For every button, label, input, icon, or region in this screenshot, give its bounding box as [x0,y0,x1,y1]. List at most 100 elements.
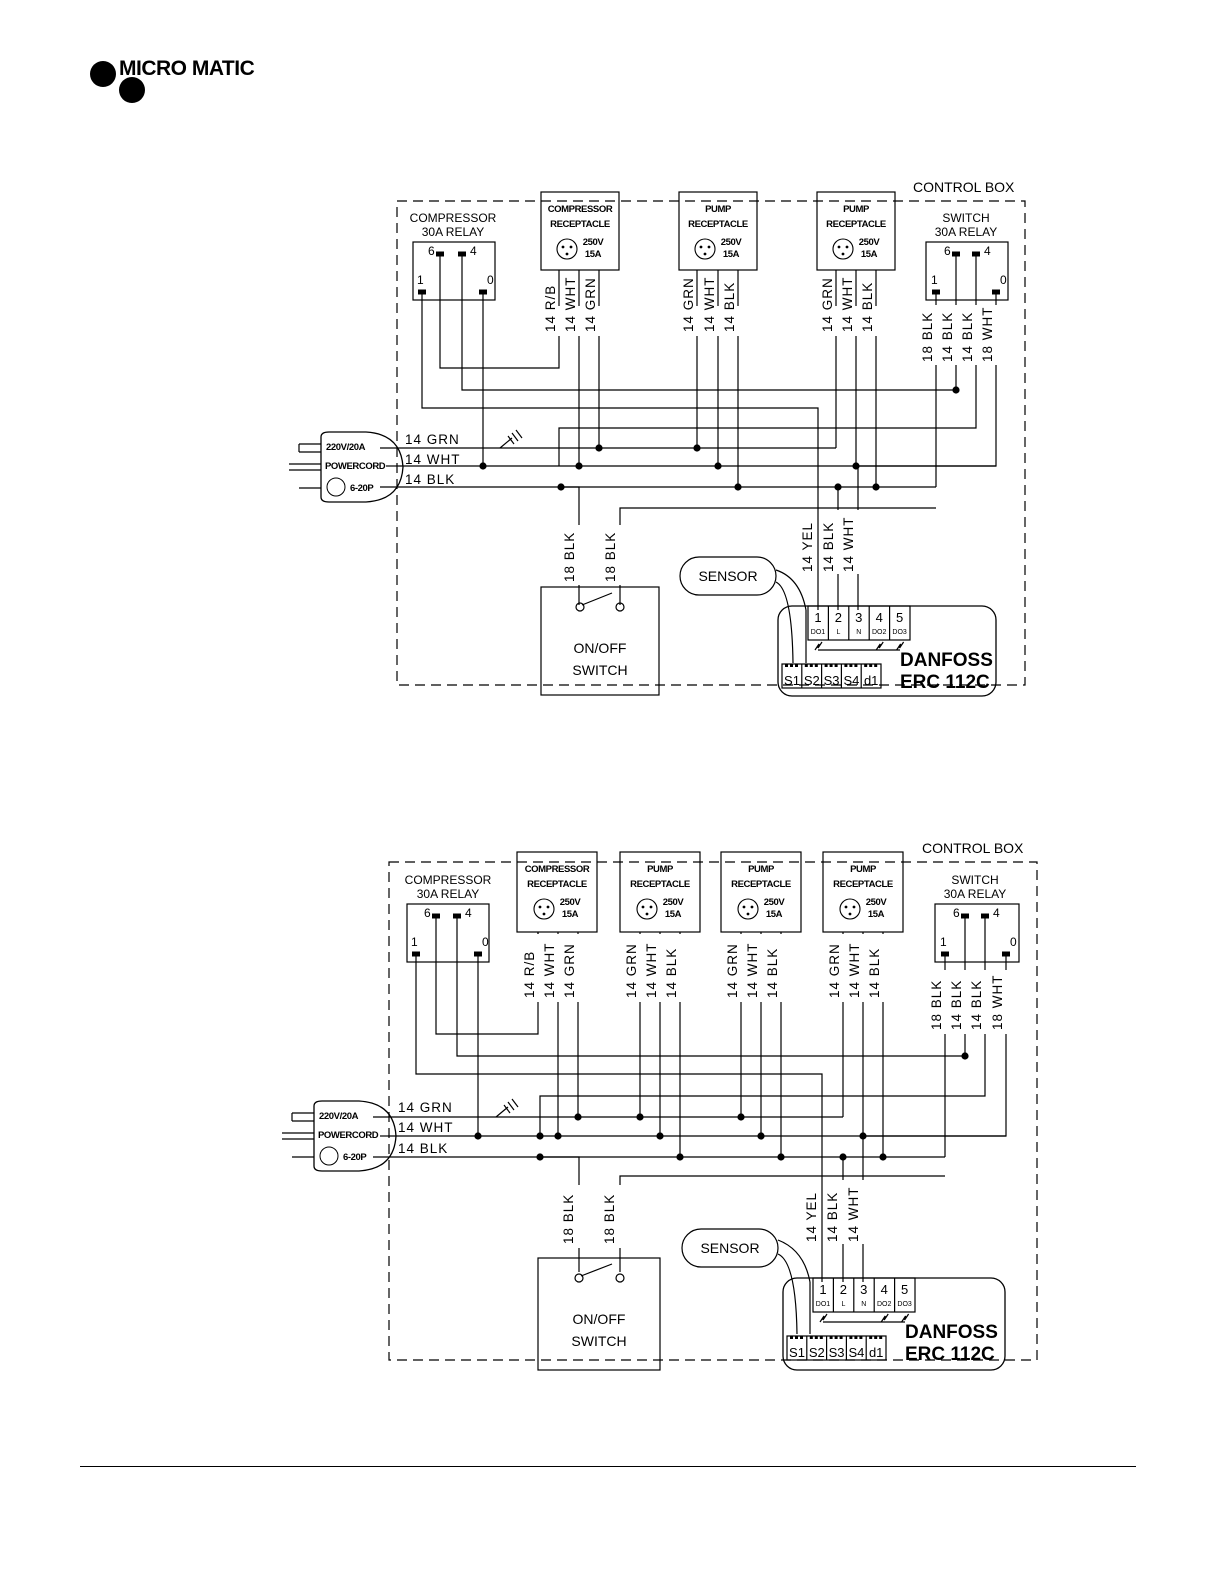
wire-gauge-label: 14 GRN [820,277,835,332]
sensor-label: SENSOR [698,568,757,584]
relay-title: SWITCH [951,873,998,887]
terminal-screw [795,1336,798,1339]
switch-contact [575,602,585,612]
input-terminal-label: d1 [864,673,878,688]
terminal-screw [800,1336,803,1339]
outlet-icon [645,912,649,916]
terminal-sub-label: N [861,1301,866,1308]
terminal-screw [869,664,873,667]
junction-dot [737,1113,745,1121]
wire-gauge-label: 14 BLK [825,1192,840,1242]
relay-pin-label: 4 [465,906,472,920]
terminal-screw [785,664,788,667]
input-terminal-label: S1 [784,673,800,688]
receptacle-box [540,191,620,271]
powercord-label: 220V/20A [326,442,366,453]
relay-title: 30A RELAY [422,225,484,239]
receptacle-title: PUMP [705,204,732,215]
wire [561,486,580,525]
terminal-number: 3 [860,1282,867,1297]
relay-title: 30A RELAY [944,887,1006,901]
bus-label-grn: 14 GRN [405,432,460,447]
powercord-label: 220V/20A [319,1111,359,1122]
terminal-sub-label: DO3 [897,1301,912,1308]
outlet-icon [636,898,658,920]
wire-gauge-label: 18 BLK [562,532,577,582]
terminal-screw [874,1336,878,1339]
controller-name-line-2: ERC 112C [905,1344,995,1365]
outlet-icon [649,905,653,909]
wire-gauge-label: 18 BLK [929,980,944,1030]
wire-gauge-label: 14 BLK [960,312,975,362]
wire-gauge-label: 14 WHT [542,942,557,998]
terminal-screw [829,1336,833,1339]
terminal-screw [849,664,853,667]
controller-name-line-1: DANFOSS [900,650,993,671]
relay-contact-icon [901,1313,910,1323]
wire-gauge-label: 14 BLK [664,948,679,998]
switch-lever [580,1263,613,1277]
relay-pin-label: 1 [940,935,947,949]
outlet-icon [848,912,852,916]
outlet-icon [746,912,750,916]
terminal-sub-label: L [836,629,840,636]
wire-gauge-label: 14 WHT [745,942,760,998]
switch-lever [581,592,613,606]
on-off-switch-box [537,1257,661,1371]
outlet-icon [556,238,578,260]
sensor-capsule [679,556,777,596]
wire-gauge-label: 14 GRN [624,943,639,998]
terminal-number: 2 [835,610,842,625]
terminal-sub-label: DO1 [811,629,826,636]
powercord-plug [320,431,404,503]
switch-label: ON/OFF [574,640,627,656]
junction-dot [777,1153,785,1161]
bus-label-grn: 14 GRN [398,1100,453,1115]
terminal-sub-label: DO1 [816,1301,831,1308]
terminal-number: 1 [814,610,821,625]
ground-symbol [499,437,513,449]
relay-contact-icon [875,641,884,651]
powercord-label: POWERCORD [325,461,386,472]
wire-gauge-label: 14 WHT [840,276,855,332]
terminal-block [812,1277,916,1313]
wire-gauge-label: 14 BLK [969,980,984,1030]
outlet-icon [841,252,845,256]
input-terminal-label: S1 [789,1345,805,1360]
junction-dot [693,444,701,452]
junction-dot [714,462,722,470]
relay-box [406,903,490,963]
receptacle-box [516,851,598,933]
sensor-cable [775,569,807,611]
outlet-icon [750,905,754,909]
wire [439,254,560,369]
wire [539,1034,986,1136]
terminal-screw [834,1336,838,1339]
receptacle-rating: 250V [866,897,888,908]
relay-box [412,241,496,301]
wire [435,916,539,1035]
receptacle-title: RECEPTACLE [833,879,893,890]
switch-label: ON/OFF [573,1311,626,1327]
wire-gauge-label: 14 GRN [725,943,740,998]
terminal-screw [819,1336,823,1339]
wire [619,1175,945,1185]
wire-gauge-label: 18 WHT [980,306,995,362]
outlet-icon [839,898,861,920]
outlet-icon [852,905,856,909]
relay-pin-label: 4 [993,906,1000,920]
sensor-capsule [681,1228,779,1268]
terminal-screw [790,664,793,667]
outlet-icon [565,252,569,256]
outlet-icon [845,245,849,249]
wire-gauge-label: 14 WHT [644,942,659,998]
terminal-screw [795,664,798,667]
control-box-label: CONTROL BOX [913,179,1015,195]
terminal-screw [804,664,808,667]
terminal-number: 4 [876,610,883,625]
terminal-screw [809,664,813,667]
terminal-screw [849,1336,853,1339]
terminal-sub-label: L [841,1301,845,1308]
outlet-icon [737,898,759,920]
